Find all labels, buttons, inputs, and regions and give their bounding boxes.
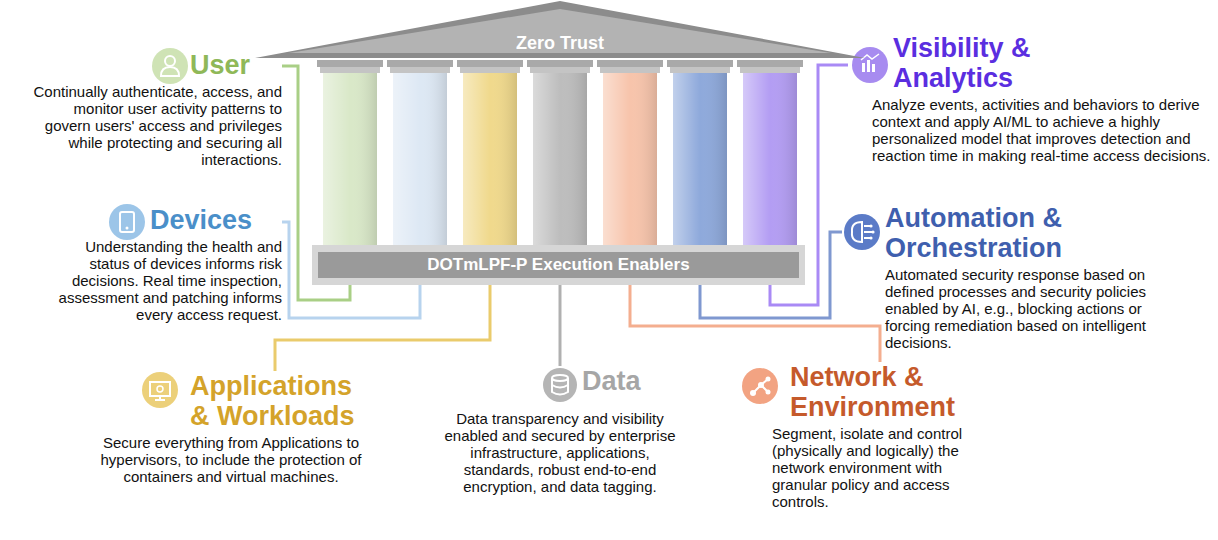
pillar-label: Automation & OrchestrationAutomated secu… — [842, 203, 1187, 351]
pillar-heading: Network & Environment — [738, 362, 980, 422]
leader-connector — [559, 285, 562, 366]
pillar-description: Segment, isolate and control (physically… — [738, 425, 988, 510]
pillar-description: Analyze events, activities and behaviors… — [848, 96, 1215, 164]
pillar-description: Understanding the health and status of d… — [55, 238, 282, 323]
leader-connector — [275, 285, 490, 371]
application-icon — [142, 372, 178, 408]
user-icon — [152, 48, 188, 84]
device-icon — [109, 204, 145, 240]
pillar-description: Data transparency and visibility enabled… — [440, 410, 680, 495]
pillar-heading: Devices — [55, 205, 280, 235]
pillar-label: DevicesUnderstanding the health and stat… — [55, 205, 282, 323]
pillar-heading: Applications & Workloads — [95, 371, 368, 431]
analytics-icon — [852, 47, 888, 83]
roof-pediment: Zero Trust — [255, 0, 865, 58]
base-label: DOTmLPF-P Execution Enablers — [318, 252, 799, 278]
pillar-description: Continually authenticate, access, and mo… — [30, 83, 282, 168]
base-platform: DOTmLPF-P Execution Enablers — [312, 245, 805, 285]
pillar-heading: User — [30, 50, 280, 80]
pillar-description: Automated security response based on def… — [842, 266, 1187, 351]
pillar-description: Secure everything from Applications to h… — [95, 434, 367, 485]
pillar-heading: Data — [440, 366, 672, 396]
pillar-label: Applications & WorkloadsSecure everythin… — [95, 371, 367, 485]
pillars — [317, 60, 803, 245]
pillar-heading: Visibility & Analytics — [848, 33, 1093, 93]
pillar-label: Network & EnvironmentSegment, isolate an… — [738, 362, 988, 510]
leader-connector — [630, 285, 880, 362]
pillar-label: Visibility & AnalyticsAnalyze events, ac… — [848, 33, 1215, 164]
pillar-label: UserContinually authenticate, access, an… — [30, 50, 282, 168]
network-icon — [742, 368, 778, 404]
database-icon — [543, 368, 577, 402]
pillar-heading: Automation & Orchestration — [842, 203, 1125, 263]
roof-title: Zero Trust — [255, 0, 865, 53]
ai-brain-icon — [844, 214, 880, 250]
pillar-label: DataData transparency and visibility ena… — [440, 366, 680, 495]
